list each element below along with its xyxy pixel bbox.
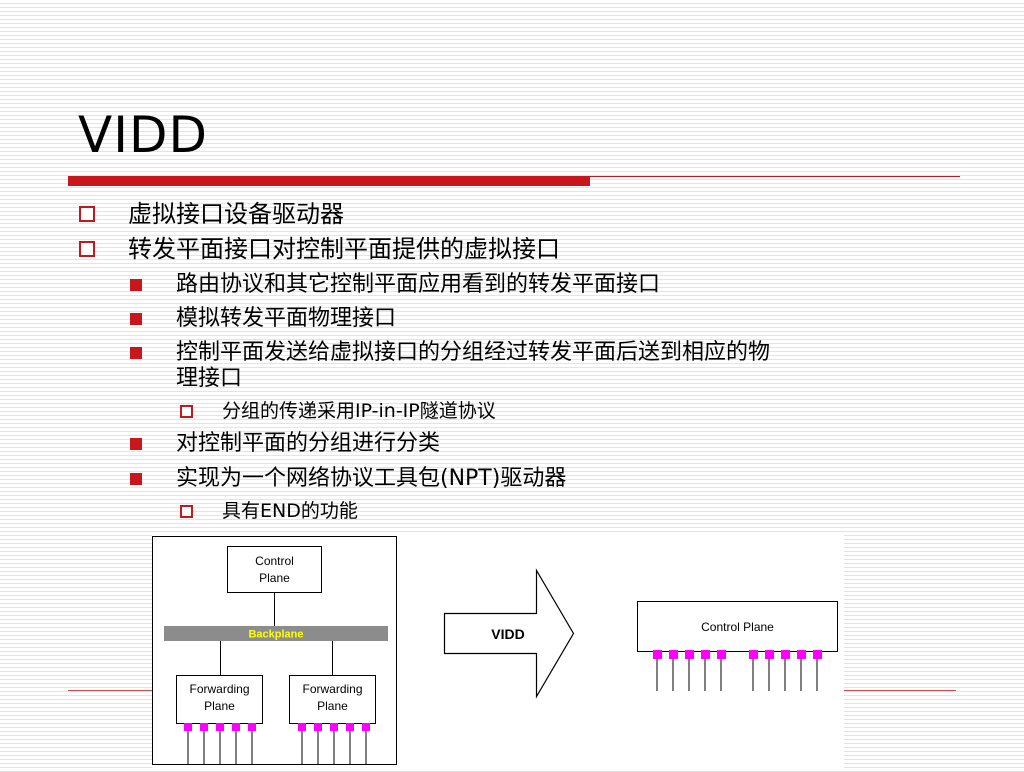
virtual-port-group [653, 650, 726, 691]
virtual-control-plane-box [637, 601, 838, 652]
vidd-arrow-label: VIDD [491, 626, 524, 642]
hollow-square-bullet-icon [79, 206, 95, 222]
filled-square-bullet-icon [130, 347, 142, 359]
port-marker [797, 650, 806, 659]
vidd-diagram: Control Plane Backplane Forwarding Plane… [152, 533, 844, 768]
hollow-square-bullet-icon [79, 241, 95, 257]
sub-bullet-item: 实现为一个网络协议工具包(NPT)驱动器 [176, 466, 567, 491]
port-marker [781, 650, 790, 659]
port-group [184, 723, 256, 765]
footer-rule-right [844, 690, 956, 691]
port-marker [362, 723, 370, 731]
forwarding-plane-box [176, 675, 263, 724]
forwarding-plane-box [289, 675, 376, 724]
bullet-item: 转发平面接口对控制平面提供的虚拟接口 [128, 235, 560, 263]
backplane-bar [164, 626, 388, 641]
port-marker [653, 650, 662, 659]
port-marker [314, 723, 322, 731]
sub-bullet-item: 模拟转发平面物理接口 [176, 306, 397, 331]
filled-square-bullet-icon [130, 438, 142, 450]
forwarding-plane-label-line2: Plane [204, 699, 235, 713]
title-rule-thin [590, 176, 960, 177]
sub-sub-bullet-item: 具有END的功能 [222, 500, 358, 522]
hollow-square-bullet-icon [180, 505, 193, 518]
port-marker [749, 650, 758, 659]
port-marker [813, 650, 822, 659]
footer-rule-left [68, 690, 152, 691]
port-marker [330, 723, 338, 731]
port-marker [298, 723, 306, 731]
filled-square-bullet-icon [130, 473, 142, 485]
port-marker [346, 723, 354, 731]
hollow-square-bullet-icon [180, 405, 193, 418]
port-marker [184, 723, 192, 731]
port-marker [200, 723, 208, 731]
backplane-label: Backplane [248, 629, 303, 641]
port-marker [232, 723, 240, 731]
port-marker [685, 650, 694, 659]
sub-bullet-item: 控制平面发送给虚拟接口的分组经过转发平面后送到相应的物 [176, 340, 771, 365]
control-plane-label-line1: Control [255, 554, 294, 568]
port-marker [248, 723, 256, 731]
forwarding-plane-label-line2: Plane [317, 699, 348, 713]
port-marker [717, 650, 726, 659]
virtual-control-plane-label: Control Plane [701, 620, 774, 634]
forwarding-plane-label-line1: Forwarding [189, 682, 249, 696]
control-plane-box [227, 546, 322, 593]
port-group [298, 723, 370, 765]
port-marker [216, 723, 224, 731]
sub-bullet-item: 路由协议和其它控制平面应用看到的转发平面接口 [176, 272, 661, 297]
forwarding-plane-label-line1: Forwarding [302, 682, 362, 696]
port-marker [669, 650, 678, 659]
port-marker [701, 650, 710, 659]
sub-bullet-item: 对控制平面的分组进行分类 [176, 431, 441, 456]
slide-title: VIDD [78, 106, 208, 164]
bullet-item: 虚拟接口设备驱动器 [128, 200, 344, 228]
virtual-port-group [749, 650, 822, 691]
filled-square-bullet-icon [130, 279, 142, 291]
vidd-arrow-shape [443, 568, 575, 699]
control-plane-label-line2: Plane [259, 571, 290, 585]
port-marker [765, 650, 774, 659]
sub-bullet-item-continuation: 理接口 [176, 366, 243, 391]
filled-square-bullet-icon [130, 313, 142, 325]
sub-sub-bullet-item: 分组的传递采用IP-in-IP隧道协议 [222, 400, 496, 422]
title-rule-thick [68, 176, 590, 186]
